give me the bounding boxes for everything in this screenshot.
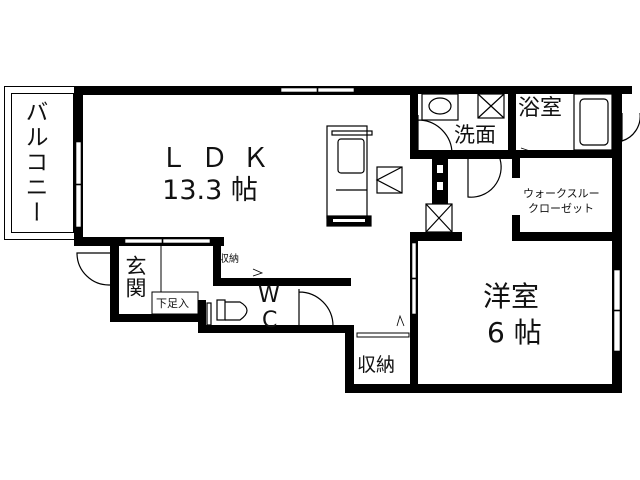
toilet-label-w: W <box>258 283 280 308</box>
pipe-space-icons <box>425 93 505 233</box>
bathtub-icon <box>573 93 613 151</box>
small-storage-label: 収納 <box>219 254 239 265</box>
ldk-label: ＬＤＫ <box>160 143 283 174</box>
balcony-label: バルコニー <box>21 100 47 225</box>
toilet-icon <box>206 299 248 326</box>
door-swings <box>76 113 640 327</box>
closet-label-line2: クローゼット <box>528 202 594 215</box>
storage-label: 収納 <box>357 354 396 376</box>
entrance-label: 玄関 <box>123 255 147 299</box>
western-room-size: 6 帖 <box>487 316 542 349</box>
toilet-label-c: C <box>262 308 278 333</box>
washroom-label: 洗面 <box>454 123 496 147</box>
sliding-door-markers <box>252 147 532 327</box>
bathroom-label: 浴室 <box>518 96 563 121</box>
ldk-size: 13.3 帖 <box>162 175 258 206</box>
shoe-rack-outline <box>151 243 410 338</box>
duct-markers <box>437 165 443 190</box>
shoe-storage-label: 下足入 <box>156 297 189 310</box>
windows <box>75 87 621 352</box>
closet-label-line1: ウォークスルー <box>523 187 600 200</box>
kitchen-counter-icon <box>326 125 403 227</box>
western-room-label: 洋室 <box>483 280 540 313</box>
washbasin-icon <box>421 93 459 121</box>
